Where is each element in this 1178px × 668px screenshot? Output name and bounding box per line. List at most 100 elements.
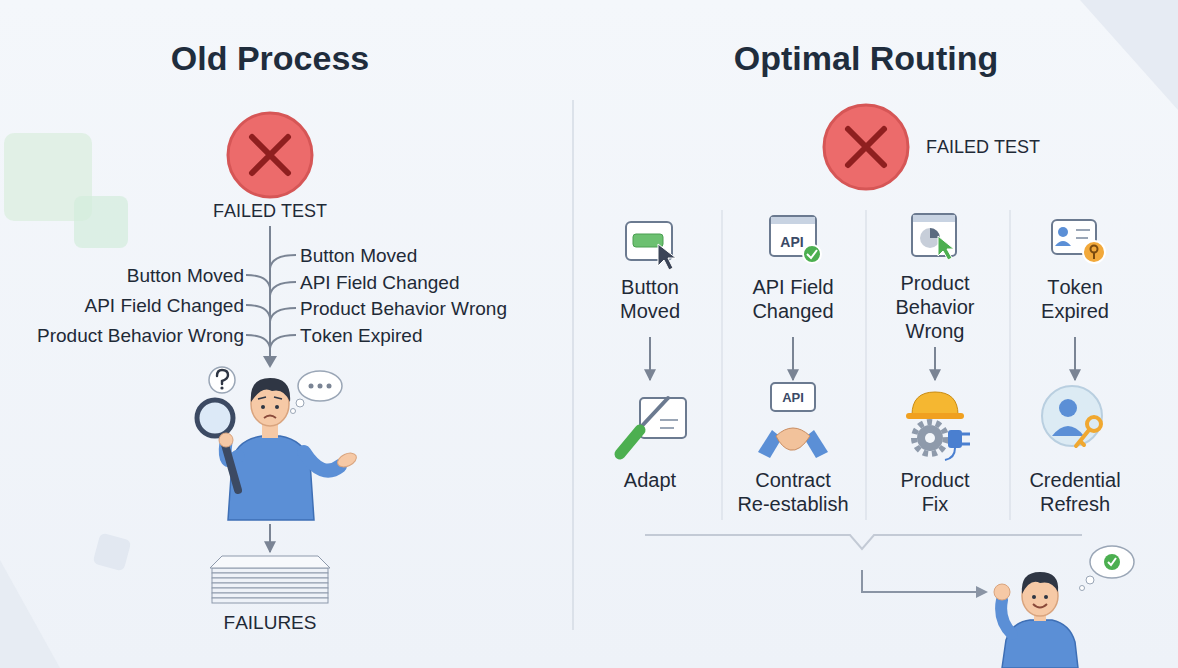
- screwdriver-icon-part: [660, 420, 678, 428]
- cause-label: Button Moved: [300, 244, 417, 267]
- token-card-icon: [1052, 220, 1105, 263]
- screwdriver-icon-part: [640, 398, 686, 438]
- confused-person-part: [225, 442, 238, 461]
- paper-stack-part: [212, 573, 328, 578]
- branch-lines-part: [246, 305, 270, 319]
- cause-label: Token Expired: [300, 324, 423, 347]
- failed-test-icon-part: [252, 137, 288, 173]
- confused-person-part: [275, 405, 279, 409]
- hardhat-gear-icon: [906, 392, 970, 460]
- happy-person-part: [1032, 595, 1036, 599]
- branch-lines-part: [270, 308, 296, 322]
- bracket-line-part: [862, 570, 980, 592]
- confused-person-part: [251, 378, 290, 402]
- screwdriver-icon-part: [640, 398, 668, 428]
- paper-stack-part: [212, 588, 328, 593]
- happy-person-part: [1108, 558, 1116, 565]
- confused-person-part: [251, 382, 289, 426]
- failed-test-node: FAILED TEST: [818, 116, 1068, 178]
- token-card-icon-part: [1093, 252, 1095, 259]
- screwdriver-icon-part: [620, 430, 640, 454]
- failed-test-icon: [228, 113, 312, 197]
- column-separator: [722, 210, 1010, 520]
- cause-node: Product Behavior Wrong: [880, 212, 990, 347]
- api-window-icon-part: [803, 245, 821, 263]
- product-window-icon: [912, 214, 956, 260]
- happy-person-part: [1001, 600, 1012, 634]
- confused-person-part: [209, 367, 235, 393]
- token-card-icon-part: [1058, 227, 1068, 237]
- cause-node: API Field Changed: [738, 212, 848, 337]
- button-icon-part: [633, 234, 663, 247]
- happy-person-part: [1034, 608, 1046, 621]
- handshake-icon-part: [804, 430, 828, 458]
- node-text: Adapt: [590, 468, 710, 492]
- node-text: Product Fix: [890, 468, 980, 516]
- section-title: Old Process: [70, 38, 470, 79]
- confused-person-part: [197, 400, 233, 436]
- flow-arrow: [1074, 337, 1076, 380]
- hardhat-gear-icon-part: [912, 392, 958, 415]
- happy-person-part: [1002, 620, 1078, 668]
- cause-node: Button Moved: [595, 212, 705, 337]
- confused-person-part: [309, 384, 314, 389]
- branch-lines-part: [270, 335, 296, 349]
- cause-label: Button Moved: [0, 264, 244, 287]
- failures-node: FAILURES: [200, 552, 340, 634]
- background-decor-part: [0, 560, 60, 668]
- background-decor-part: [74, 196, 128, 248]
- token-card-icon-part: [1076, 230, 1090, 238]
- bracket-line-part: [645, 535, 1082, 549]
- happy-person-part: [1080, 586, 1085, 591]
- confused-person-part: [291, 409, 296, 414]
- happy-person-part: [994, 584, 1010, 600]
- icon-text: API: [593, 390, 993, 406]
- credential-icon-part: [1059, 399, 1077, 417]
- api-window-icon-part: [771, 217, 815, 224]
- credential-icon-part: [1042, 386, 1102, 446]
- paper-stack-part: [212, 578, 328, 583]
- icon-text: API: [592, 234, 992, 251]
- token-card-icon-part: [1052, 220, 1096, 254]
- cause-node: Token Expired: [1020, 212, 1130, 337]
- button-icon-part: [658, 244, 676, 270]
- confused-person-part: [261, 405, 265, 409]
- confused-person-part: [304, 452, 340, 471]
- branch-lines: [246, 255, 296, 349]
- column-separator-part: [865, 210, 867, 520]
- paper-stack-part: [212, 593, 328, 598]
- background-decor-part: [4, 133, 92, 221]
- node-text: FAILED TEST: [190, 200, 350, 222]
- confused-person-part: [220, 386, 223, 389]
- happy-person-part: [1022, 576, 1058, 616]
- background-decor-part: [1080, 0, 1178, 110]
- product-window-icon-part: [920, 228, 940, 248]
- confused-person-part: [318, 384, 323, 389]
- branch-lines-part: [246, 275, 270, 289]
- token-card-icon-part: [1083, 241, 1105, 263]
- failed-test-icon-part: [228, 113, 312, 197]
- flow-arrow: [934, 347, 936, 380]
- product-window-icon-part: [938, 236, 954, 260]
- node-text: Credential Refresh: [1010, 468, 1140, 516]
- paper-stack: [210, 556, 330, 603]
- hardhat-gear-icon-part: [945, 448, 955, 460]
- node-text: Contract Re-establish: [737, 468, 849, 516]
- flow-arrow: [792, 337, 794, 380]
- happy-person-part: [1104, 554, 1120, 570]
- credential-icon-part: [1087, 417, 1101, 431]
- branch-lines-part: [246, 335, 270, 349]
- confused-person-part: [228, 436, 314, 520]
- column-separator-part: [721, 210, 723, 520]
- cause-label: API Field Changed: [0, 294, 244, 317]
- cause-label: API Field Changed: [300, 271, 460, 294]
- credential-icon: [1042, 386, 1102, 446]
- credential-icon-part: [1052, 426, 1084, 436]
- hardhat-gear-icon-part: [906, 413, 964, 419]
- button-icon: [626, 222, 676, 270]
- node-text: API Field Changed: [738, 275, 848, 323]
- branch-lines-part: [270, 282, 296, 296]
- action-node: Adapt: [590, 380, 710, 492]
- hardhat-gear-icon-part: [948, 430, 962, 448]
